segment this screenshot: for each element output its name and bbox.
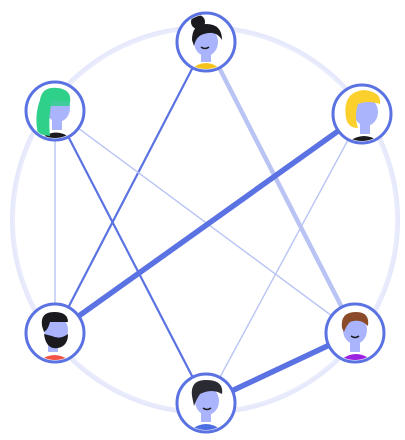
avatar-person-lower-right[interactable]: [324, 302, 386, 364]
hair-icon: [41, 312, 68, 332]
avatar-person-upper-right[interactable]: [331, 83, 393, 145]
shirt-icon: [186, 424, 226, 430]
hair-icon: [341, 312, 369, 332]
hair-icon: [345, 90, 381, 128]
avatar-person-top[interactable]: [175, 11, 237, 73]
connection-line-p3-p6: [205, 113, 363, 404]
connection-line-p2-p6: [53, 109, 208, 405]
face-icon: [195, 387, 219, 415]
connection-line-p1-p4: [53, 40, 208, 335]
hair-icon: [36, 87, 71, 136]
avatar-person-upper-left[interactable]: [24, 80, 86, 142]
shirt-icon: [346, 136, 382, 141]
avatar-person-bottom[interactable]: [175, 372, 237, 434]
avatar-person-lower-left[interactable]: [24, 302, 86, 364]
hair-icon: [192, 24, 222, 46]
connection-line-p2-p5: [54, 110, 356, 334]
inner-circle: [15, 30, 395, 410]
connection-line-p1-p5: [203, 39, 358, 336]
shirt-icon: [188, 63, 224, 69]
beard-icon: [44, 334, 68, 349]
face-icon: [354, 98, 378, 126]
hair-icon: [191, 380, 223, 406]
shirt-icon: [36, 355, 74, 360]
shirt-icon: [336, 354, 376, 360]
connection-line-p3-p4: [52, 111, 365, 336]
